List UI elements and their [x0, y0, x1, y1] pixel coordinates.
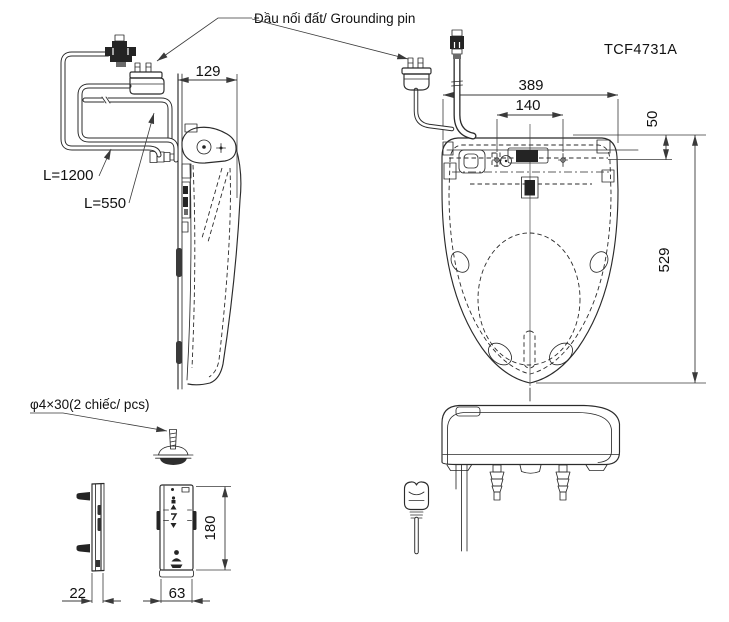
side-tab-right	[192, 511, 197, 530]
grounding-pin-annotation: Đầu nối đất/ Grounding pin	[156, 11, 415, 62]
dimension-50: 50	[573, 111, 706, 160]
dim-389-label: 389	[518, 77, 543, 94]
remote-front-view	[156, 484, 197, 578]
grounding-pin-label: Đầu nối đất/ Grounding pin	[254, 11, 415, 26]
side-view	[60, 34, 242, 390]
side-view-unit	[149, 73, 242, 390]
dimension-22: 22	[62, 573, 121, 604]
front-view	[403, 387, 621, 555]
unit-front-outline	[441, 404, 621, 466]
supply-hose-length-label: L=550	[84, 195, 126, 212]
power-cord-length-label: L=1200	[43, 167, 93, 184]
top-view-hose-and-plug	[401, 29, 477, 140]
dim-529-label: 529	[656, 247, 673, 272]
grounding-leader-left	[156, 17, 252, 62]
side-control-icon	[458, 149, 486, 174]
remote-body	[159, 484, 194, 571]
screw-detail: φ4×30(2 chiếc/ pcs)	[30, 397, 194, 465]
dim-22-label: 22	[69, 585, 86, 602]
dim-129-label: 129	[195, 63, 220, 80]
grounding-pin-icon	[145, 62, 152, 73]
dimension-389: 389	[442, 77, 619, 143]
water-valve-connector-icon	[105, 34, 136, 67]
wall-hook-icon	[76, 544, 90, 553]
dimension-180: 180	[196, 486, 231, 571]
remote-side-view	[76, 482, 105, 572]
lid-button-icon	[455, 406, 481, 417]
bolt-center-left	[492, 153, 502, 167]
remote-display-icon	[181, 487, 190, 493]
seat-bumper-bottom-right	[549, 342, 573, 366]
lid-profile	[187, 147, 242, 386]
dim-50-label: 50	[644, 111, 661, 128]
hinge-damper	[524, 180, 535, 196]
water-barb-left	[489, 464, 505, 501]
mounting-screw-icon	[153, 429, 194, 465]
model-number-label: TCF4731A	[604, 42, 677, 58]
dim-140-label: 140	[515, 97, 540, 114]
dimension-129: 129	[178, 63, 238, 198]
hose-slack-loop	[82, 97, 173, 141]
seat-outline-hidden	[448, 144, 612, 375]
cable-length-annotations: L=1200 L=550	[43, 112, 155, 212]
nozzle-hidden	[523, 330, 536, 369]
side-view-cables	[60, 51, 179, 163]
dimension-140: 140	[496, 97, 564, 152]
top-view	[441, 124, 672, 386]
hinge-block	[516, 150, 538, 162]
seat-bumper-top-left	[450, 251, 470, 273]
seat-bumper	[176, 341, 182, 364]
lid-outline	[441, 137, 619, 384]
hose-coupling-icon	[450, 29, 464, 59]
side-tab-left	[156, 511, 161, 530]
wall-hook-icon	[76, 492, 90, 501]
remote-holder	[159, 569, 194, 578]
stop-button-icon	[174, 550, 179, 555]
power-plug-icon	[129, 62, 165, 95]
seat-bumper-bottom-left	[488, 342, 512, 366]
dimension-63: 63	[143, 579, 210, 604]
seat-opening-hidden	[477, 232, 581, 366]
screw-note-label: φ4×30(2 chiếc/ pcs)	[30, 397, 149, 412]
seat-bumper	[176, 248, 182, 277]
remote-buttons	[156, 496, 197, 568]
power-plug-front-icon	[403, 481, 430, 555]
hinge-pivot-icon	[196, 139, 212, 155]
water-barb-right	[555, 464, 571, 501]
dimension-529: 529	[536, 135, 706, 384]
grounding-leader-right	[251, 18, 409, 60]
bolt-center-right	[558, 153, 568, 167]
dim-180-label: 180	[202, 515, 219, 540]
dim-63-label: 63	[169, 585, 186, 602]
seat-bumper-top-right	[589, 251, 609, 273]
power-plug-top-icon	[401, 57, 432, 91]
